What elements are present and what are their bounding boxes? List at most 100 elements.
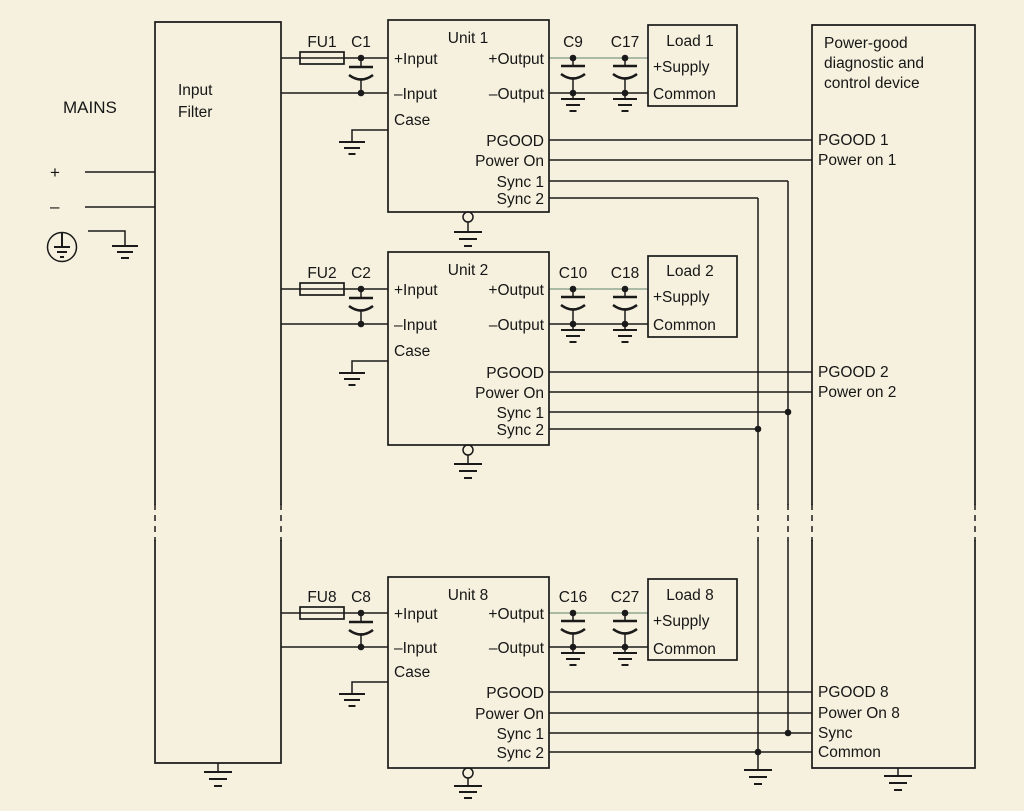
unit-8-fuse-label: FU8 xyxy=(307,589,336,606)
unit-8-pin-case: Case xyxy=(394,664,430,681)
device-pin-poweron1: Power on 1 xyxy=(818,152,896,169)
unit-2-pin-plus-input: +Input xyxy=(394,282,438,299)
unit-1-chassis-ground-icon xyxy=(454,211,482,247)
load-2-box xyxy=(647,255,738,338)
mains-minus-label: – xyxy=(50,197,60,216)
unit-2-wires xyxy=(281,288,812,430)
unit-8-row: Unit 8 +Input –Input Case +Output –Outpu… xyxy=(281,576,812,799)
unit-1-wires xyxy=(281,57,812,199)
unit-8-pin-minus-output: –Output xyxy=(489,640,545,657)
unit-1-pin-sync1: Sync 1 xyxy=(497,174,544,191)
unit-1-input-capacitor: C1 xyxy=(348,34,374,93)
unit-8-pin-power-on: Power On xyxy=(475,706,544,723)
load-2-title: Load 2 xyxy=(666,263,713,280)
device-pin-poweron2: Power on 2 xyxy=(818,384,896,401)
unit-8-pin-plus-output: +Output xyxy=(488,606,544,623)
power-good-device: Power-good diagnostic and control device… xyxy=(811,24,976,791)
unit-8-pin-pgood: PGOOD xyxy=(486,685,544,702)
unit-1-pin-minus-input: –Input xyxy=(394,86,438,103)
device-pin-pgood2: PGOOD 2 xyxy=(818,364,889,381)
device-box xyxy=(811,24,976,769)
protective-earth-icon xyxy=(46,231,78,263)
unit-2-pin-plus-output: +Output xyxy=(488,282,544,299)
device-pin-poweron8: Power On 8 xyxy=(818,705,900,722)
unit-8-junction-dots xyxy=(357,609,629,651)
unit-8-output-capacitor-2: C27 xyxy=(611,589,639,666)
unit-2-pin-sync1: Sync 1 xyxy=(497,405,544,422)
unit-1-pin-minus-output: –Output xyxy=(489,86,545,103)
unit-2-output-cap2-label: C18 xyxy=(611,265,639,282)
load-8-pin-common: Common xyxy=(653,641,716,658)
mains-wires xyxy=(85,171,155,208)
unit-2-fuse: FU2 xyxy=(299,265,345,296)
load-2: Load 2 +Supply Common xyxy=(647,255,738,338)
unit-8-chassis-ground-icon xyxy=(454,767,482,799)
unit-8-pin-sync2: Sync 2 xyxy=(497,745,544,762)
unit-1-pin-pgood: PGOOD xyxy=(486,133,544,150)
load-2-pin-supply: +Supply xyxy=(653,289,710,306)
unit-2-fuse-label: FU2 xyxy=(307,265,336,282)
unit-1-case-ground-icon xyxy=(339,141,365,155)
mains-plus-label: + xyxy=(50,163,60,182)
unit-8-pin-sync1: Sync 1 xyxy=(497,726,544,743)
load-1: Load 1 +Supply Common xyxy=(647,24,738,107)
unit-8-input-cap-label: C8 xyxy=(351,589,371,606)
mains-section: MAINS + – xyxy=(46,98,155,263)
unit-2-pin-case: Case xyxy=(394,343,430,360)
unit-1-junction-dots xyxy=(357,54,629,97)
unit-1-output-capacitor-2: C17 xyxy=(611,34,639,112)
sync-bus-ground-icon xyxy=(744,769,772,785)
unit-2-input-cap-label: C2 xyxy=(351,265,371,282)
unit-8-fuse: FU8 xyxy=(299,589,345,620)
unit-2-title: Unit 2 xyxy=(448,262,489,279)
unit-8-output-cap1-label: C16 xyxy=(559,589,587,606)
device-pin-pgood1: PGOOD 1 xyxy=(818,132,889,149)
unit-2-pin-minus-input: –Input xyxy=(394,317,438,334)
unit-1-pin-case: Case xyxy=(394,112,430,129)
unit-2-pin-power-on: Power On xyxy=(475,385,544,402)
device-title-3: control device xyxy=(824,75,920,92)
unit-1-row: Unit 1 +Input –Input Case +Output –Outpu… xyxy=(281,19,812,247)
unit-1-output-capacitor-1: C9 xyxy=(560,34,586,112)
mains-ground-icon xyxy=(88,230,138,259)
device-ground-icon xyxy=(884,768,912,791)
device-title-1: Power-good xyxy=(824,35,908,52)
unit-1-input-cap-label: C1 xyxy=(351,34,371,51)
sync-bus-break xyxy=(757,504,789,541)
unit-8-input-capacitor: C8 xyxy=(348,589,374,647)
unit-2-case-ground-icon xyxy=(339,372,365,386)
sync-bus-junction-dots xyxy=(754,408,792,756)
input-filter-label-1: Input xyxy=(178,82,213,99)
input-filter-ground-icon xyxy=(204,763,232,787)
unit-8-output-capacitor-1: C16 xyxy=(559,589,587,666)
load-1-title: Load 1 xyxy=(666,33,713,50)
sync-bus xyxy=(744,181,792,785)
unit-8-title: Unit 8 xyxy=(448,587,489,604)
input-filter-box-break xyxy=(154,504,282,541)
device-title-2: diagnostic and xyxy=(824,55,924,72)
unit-2-pin-sync2: Sync 2 xyxy=(497,422,544,439)
unit-1-pin-sync2: Sync 2 xyxy=(497,191,544,208)
unit-8-case-ground-icon xyxy=(339,693,365,707)
unit-8-output-cap2-label: C27 xyxy=(611,589,639,606)
unit-8-pin-plus-input: +Input xyxy=(394,606,438,623)
unit-8-pin-minus-input: –Input xyxy=(394,640,438,657)
load-8-pin-supply: +Supply xyxy=(653,613,710,630)
mains-label: MAINS xyxy=(63,98,117,117)
device-box-break xyxy=(811,504,976,541)
unit-2-output-cap1-label: C10 xyxy=(559,265,588,282)
input-filter-label-2: Filter xyxy=(178,104,212,121)
load-8-title: Load 8 xyxy=(666,587,713,604)
load-1-pin-supply: +Supply xyxy=(653,59,710,76)
device-pin-sync: Sync xyxy=(818,725,853,742)
unit-1-title: Unit 1 xyxy=(448,30,489,47)
unit-1-pin-power-on: Power On xyxy=(475,153,544,170)
unit-2-output-capacitor-1: C10 xyxy=(559,265,588,343)
unit-1-fuse-label: FU1 xyxy=(307,34,336,51)
load-2-pin-common: Common xyxy=(653,317,716,334)
load-8-box xyxy=(647,578,738,661)
unit-2-pin-pgood: PGOOD xyxy=(486,365,544,382)
unit-8-wires xyxy=(281,612,812,753)
device-pin-common: Common xyxy=(818,744,881,761)
